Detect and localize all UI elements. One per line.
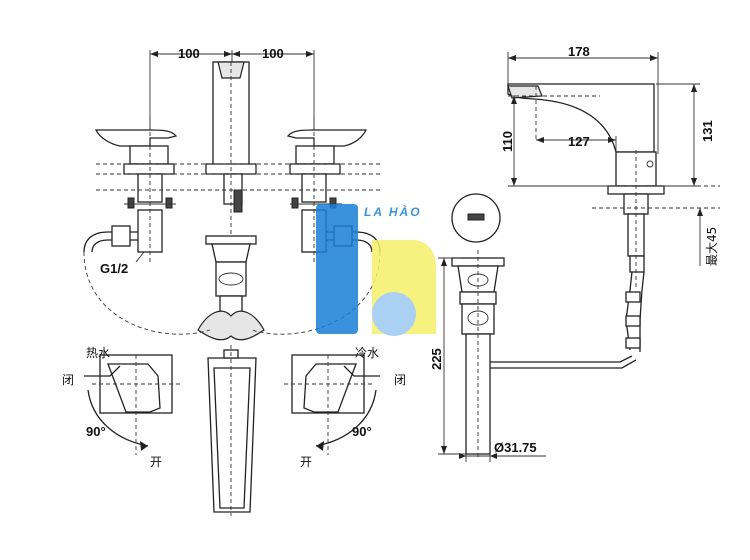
hot-water-label: 热水 — [86, 346, 110, 360]
spout-top-view — [207, 345, 257, 516]
open-left-label: 开 — [150, 455, 162, 469]
close-left-label: 闭 — [62, 373, 74, 387]
drain-section-view: 225 Ø31.75 — [429, 193, 637, 462]
height-110-label: 110 — [500, 131, 515, 152]
max-thickness-label: 最大45 — [705, 227, 719, 266]
open-right-label: 开 — [300, 455, 312, 469]
right-spacing-label: 100 — [262, 46, 284, 61]
reference-lines — [96, 163, 380, 191]
close-right-label: 闭 — [394, 373, 406, 387]
drain-length-label: 225 — [429, 348, 444, 370]
thread-size-label: G1/2 — [100, 261, 128, 276]
total-length-label: 178 — [568, 44, 590, 59]
top-spacing-dimension: 100 100 — [149, 46, 315, 130]
cold-water-label: 冷水 — [355, 346, 379, 360]
left-handle-top-view: 热水 闭 90° 开 — [62, 346, 180, 469]
angle-right-label: 90° — [352, 424, 372, 439]
watermark-text: LA HÀO — [364, 204, 422, 219]
height-131-label: 131 — [700, 120, 715, 142]
left-handle-front-view: G1/2 — [83, 118, 178, 276]
angle-left-label: 90° — [86, 424, 106, 439]
right-handle-top-view: 冷水 闭 90° 开 — [284, 346, 406, 469]
spout-side-view: 178 110 127 — [500, 44, 720, 352]
drain-front-view — [83, 235, 381, 341]
reach-127-label: 127 — [568, 134, 590, 149]
drain-diameter-label: Ø31.75 — [494, 440, 537, 455]
left-spacing-label: 100 — [178, 46, 200, 61]
la-hao-watermark-logo: LA HÀO — [316, 204, 436, 336]
